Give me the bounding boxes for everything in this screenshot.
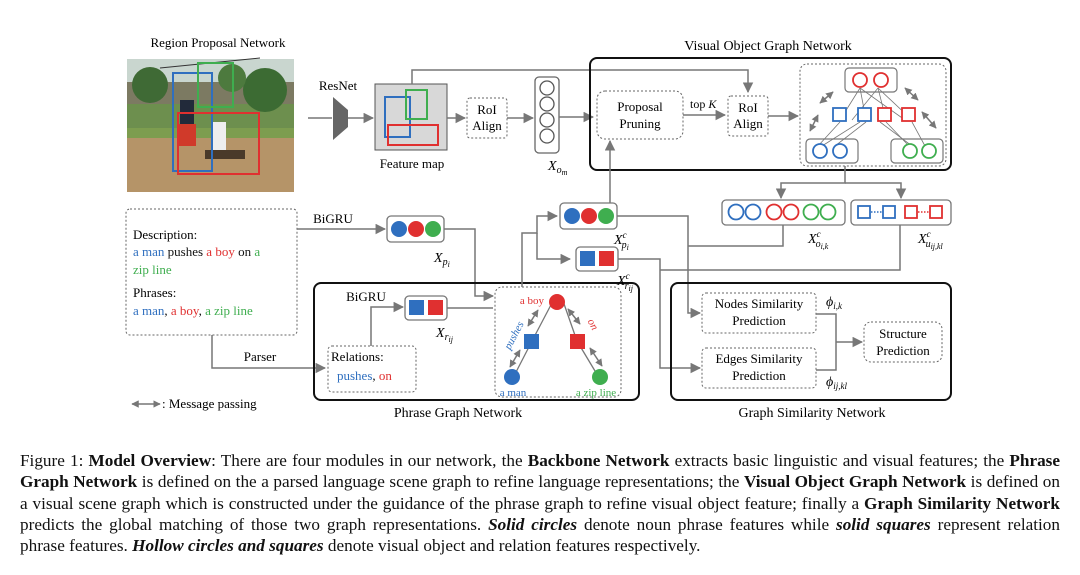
x-c-rij-feature-box [575, 246, 619, 272]
message-passing-arrow [567, 308, 581, 325]
relations-list: pushes, on [337, 368, 392, 383]
proposal-pruning-box [596, 90, 684, 140]
bbox-red [177, 112, 260, 175]
parser-label: Parser [244, 349, 277, 364]
node-a-zip-line [592, 369, 608, 385]
node-a-boy [549, 294, 565, 310]
description-text-line1: a man pushes a boy on a [133, 244, 260, 259]
bbox-green [197, 62, 234, 108]
x-pi-feature-box [386, 215, 445, 243]
roi-align-1-line1: RoI [477, 102, 497, 117]
bbox-blue [172, 72, 213, 172]
x-pi-label: Xpi [433, 251, 450, 269]
gsn-title: Graph Similarity Network [739, 406, 886, 421]
description-heading: Description: [133, 227, 197, 242]
nodes-similarity-line2: Prediction [732, 313, 786, 328]
node-a-man [504, 369, 520, 385]
edges-similarity-line1: Edges Similarity [715, 351, 803, 366]
structure-prediction-box [863, 321, 943, 363]
message-passing-arrow [904, 87, 919, 101]
roi-align-2-line1: RoI [738, 100, 758, 115]
feature-map-label: Feature map [380, 156, 445, 171]
message-passing-arrow [589, 347, 603, 367]
model-overview-figure: Region Proposal Network ResNet Feature m… [125, 35, 952, 421]
relations-heading: Relations: [331, 349, 384, 364]
gsn-box [670, 282, 952, 401]
proposal-pruning-line1: Proposal [617, 99, 663, 114]
edges-similarity-box [701, 347, 817, 389]
nodes-similarity-line1: Nodes Similarity [715, 296, 804, 311]
x-rij-label: Xrij [435, 326, 454, 344]
topk-label: top K [690, 97, 717, 111]
graph-label-boy: a boy [520, 295, 545, 307]
phi-ik-label: ϕi,k [826, 295, 843, 311]
x-c-oik-feature-box [721, 199, 846, 226]
phi-ijkl-label: ϕij,kl [826, 375, 847, 391]
message-passing-arrow [527, 309, 539, 327]
caption-label: Figure 1: [20, 451, 89, 470]
structure-prediction-line1: Structure [879, 326, 927, 341]
roi-align-box-1 [466, 97, 508, 139]
x-c-pi-feature-box [559, 202, 618, 230]
rpn-title: Region Proposal Network [150, 35, 286, 50]
graph-label-zip: a zip line [576, 387, 616, 399]
x-rij-feature-box [404, 295, 448, 321]
vogn-title: Visual Object Graph Network [684, 39, 852, 54]
description-text-line2: zip line [133, 262, 172, 277]
message-passing-arrow [809, 114, 819, 132]
proposal-pruning-line2: Pruning [619, 116, 661, 131]
edges-similarity-line2: Prediction [732, 368, 786, 383]
x-om-feature-stack [534, 76, 560, 154]
roi-align-box-2 [727, 95, 769, 137]
roi-align-1-line2: Align [472, 118, 502, 133]
vogn-box [589, 57, 952, 171]
phrase-graph [494, 286, 622, 398]
caption-body: Model Overview: There are four modules i… [20, 451, 1060, 556]
roi-align-2-line2: Align [733, 116, 763, 131]
resnet-block [333, 97, 348, 140]
figure-caption: Figure 1: Model Overview: There are four… [20, 450, 1060, 556]
node-on [570, 334, 585, 349]
bigru-label-top: BiGRU [313, 211, 353, 226]
relations-box [327, 345, 417, 393]
x-c-uijkl-feature-box [850, 199, 952, 226]
pgn-box [313, 282, 640, 401]
phrases-heading: Phrases: [133, 285, 176, 300]
pgn-title: Phrase Graph Network [394, 406, 522, 421]
message-passing-arrow [921, 111, 937, 129]
visual-object-graph [799, 63, 947, 167]
message-passing-legend-label: : Message passing [162, 396, 257, 411]
description-box [125, 208, 298, 336]
resnet-label: ResNet [319, 78, 358, 93]
message-passing-arrow [819, 91, 834, 104]
nodes-similarity-box [701, 292, 817, 334]
structure-prediction-line2: Prediction [876, 343, 930, 358]
node-pushes [524, 334, 539, 349]
phrases-list: a man, a boy, a zip line [133, 303, 253, 318]
graph-label-man: a man [500, 387, 527, 399]
x-om-label: Xom [547, 159, 568, 177]
bigru-label-bottom: BiGRU [346, 289, 386, 304]
message-passing-arrow [509, 349, 521, 368]
